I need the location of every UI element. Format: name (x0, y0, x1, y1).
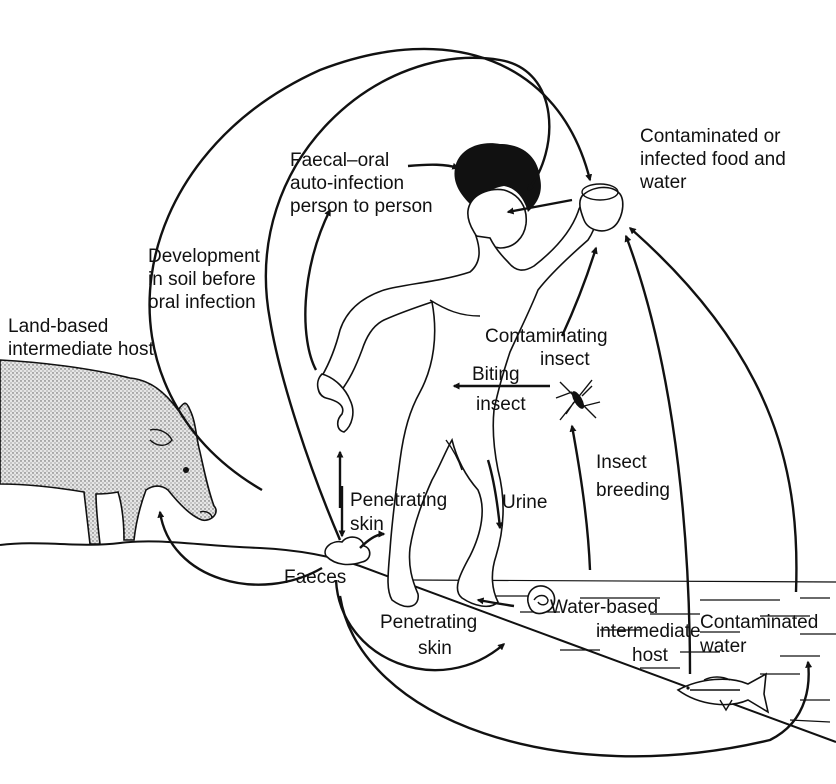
label-faeces: Faeces (284, 567, 346, 588)
arrow-contaminated-water-to-food (630, 228, 796, 592)
label-water-host: Water-based intermediate host (550, 597, 706, 666)
label-faecal-oral: Faecal–oral auto-infection person to per… (290, 150, 433, 217)
label-urine: Urine (502, 492, 547, 513)
pig-illustration (0, 360, 216, 544)
arrow-contaminating-insect-to-food (562, 248, 596, 336)
fish-illustration (678, 674, 768, 712)
faeces-pile (325, 537, 370, 564)
label-food-water: Contaminated or infected food and water (639, 126, 791, 193)
arrow-faecal-oral-label-to-head (408, 165, 458, 168)
insect-illustration (556, 380, 600, 420)
label-insect-breeding: Insect breeding (596, 452, 670, 501)
arrow-faeces-to-skin-upper (360, 534, 384, 548)
label-soil-development: Development in soil before oral infectio… (148, 246, 265, 313)
arrow-hand-to-faecal-oral (305, 210, 330, 370)
label-land-host: Land-based intermediate host (8, 316, 154, 360)
label-penetrating-skin-lower: Penetrating skin (380, 612, 482, 659)
arrow-insect-breeding (572, 426, 590, 570)
